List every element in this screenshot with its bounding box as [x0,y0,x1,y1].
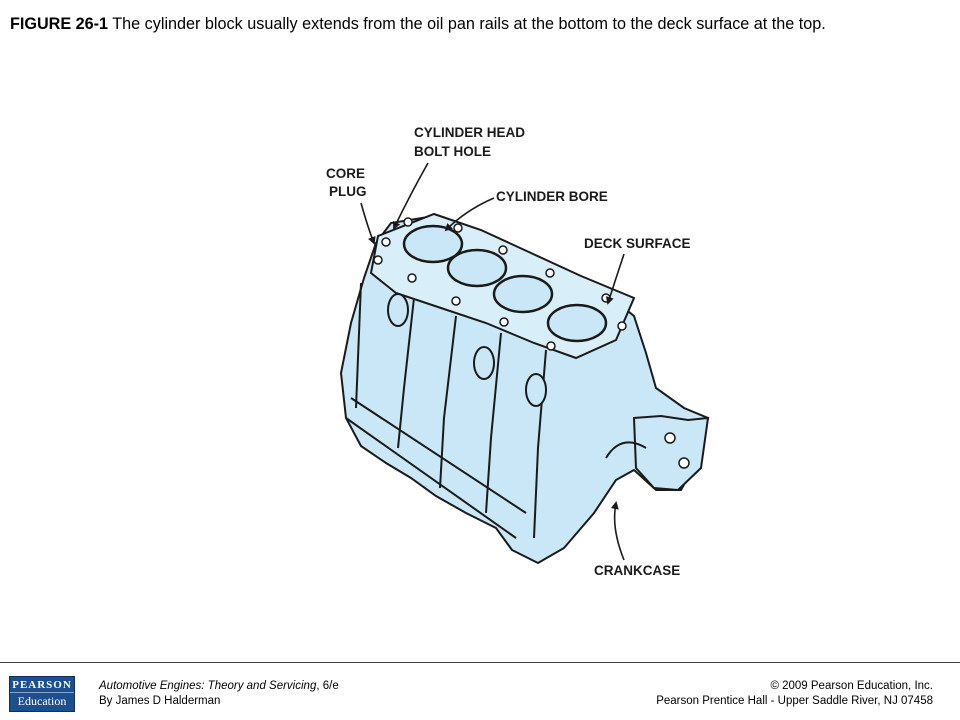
cylinder-block-diagram: CYLINDER HEAD BOLT HOLE CORE PLUG CYLIND… [316,118,712,586]
crankcase-bore [605,441,647,459]
arrow-cylinder-bore [444,197,495,232]
book-edition: , 6/e [316,680,339,692]
rear-flange [632,414,710,492]
footer-copyright: © 2009 Pearson Education, Inc. Pearson P… [656,679,933,709]
core-plugs [387,293,547,407]
cylinder-bore-1 [402,224,464,264]
publisher-text: Pearson Prentice Hall - Upper Saddle Riv… [656,695,933,707]
book-title: Automotive Engines: Theory and Servicing [99,680,317,692]
bolt-holes [373,217,627,351]
book-author: By James D Halderman [99,695,221,707]
label-core: CORE [326,166,365,181]
logo-top-text: PEARSON [12,679,72,691]
flange-bolt-hole [664,432,676,444]
arrow-deck-surface [606,253,625,305]
cylinder-bore-4 [546,303,608,343]
copyright-text: © 2009 Pearson Education, Inc. [770,680,933,692]
label-cylinder-head: CYLINDER HEAD [414,125,525,140]
footer-book-info: Automotive Engines: Theory and Servicing… [99,679,339,709]
cylinder-block-illustration: CYLINDER HEAD BOLT HOLE CORE PLUG CYLIND… [326,125,710,578]
leader-arrows [360,162,625,561]
label-crankcase: CRANKCASE [594,563,680,578]
label-bolt-hole: BOLT HOLE [414,144,491,159]
arrow-core-plug [360,202,376,245]
logo-divider [10,692,74,693]
pearson-logo: PEARSON Education [9,676,75,712]
footer-divider [0,662,960,663]
figure-caption: FIGURE 26-1 The cylinder block usually e… [10,14,955,34]
logo-bottom-text: Education [17,694,67,708]
label-cylinder-bore: CYLINDER BORE [496,189,608,204]
label-deck-surface: DECK SURFACE [584,236,691,251]
cylinder-bore-2 [446,248,508,288]
arrow-cylinder-head-bolt-hole [393,162,429,230]
caption-text: The cylinder block usually extends from … [108,15,826,33]
flange-bolt-hole [678,457,690,469]
label-plug: PLUG [329,184,367,199]
cylinder-bore-3 [492,274,554,314]
figure-number: FIGURE 26-1 [10,15,109,33]
arrow-crankcase [610,501,625,561]
